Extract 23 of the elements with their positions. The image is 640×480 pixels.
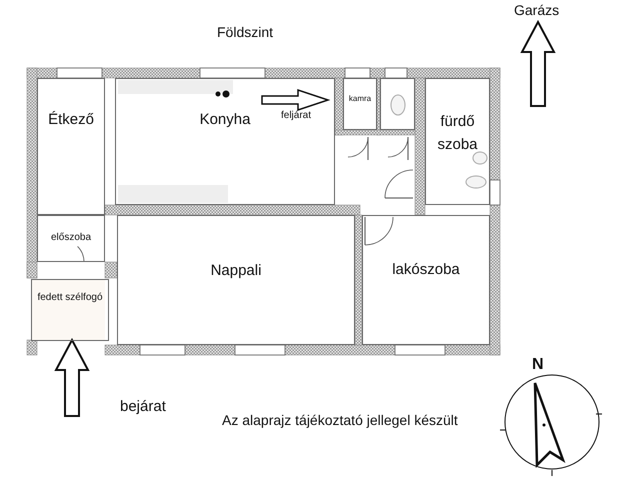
room: [425, 78, 490, 205]
room-label: előszoba: [50, 231, 92, 245]
room: [343, 78, 377, 130]
room: [117, 215, 355, 345]
room-label: lakószoba: [392, 260, 460, 280]
direction-label: bejárat: [120, 398, 166, 415]
room: [115, 78, 335, 205]
room: [37, 215, 105, 262]
room: [31, 279, 109, 341]
room-label: fedett szélfogó: [37, 291, 103, 305]
toilet-room: [380, 78, 415, 130]
place-label: Garázs: [514, 2, 560, 18]
room-label: fürdő szoba: [436, 112, 479, 154]
note: Az alaprajz tájékoztató jellegel készült: [222, 412, 458, 428]
room: [37, 78, 105, 215]
room-label: Konyha: [200, 110, 250, 130]
direction-label: feljárat: [281, 110, 312, 121]
room-label: Étkező: [48, 110, 94, 130]
compass-letter: N: [532, 356, 544, 374]
room: [362, 215, 490, 345]
room-label: kamra: [348, 93, 372, 105]
room-label: Nappali: [210, 261, 262, 281]
title: Földszint: [217, 24, 274, 40]
